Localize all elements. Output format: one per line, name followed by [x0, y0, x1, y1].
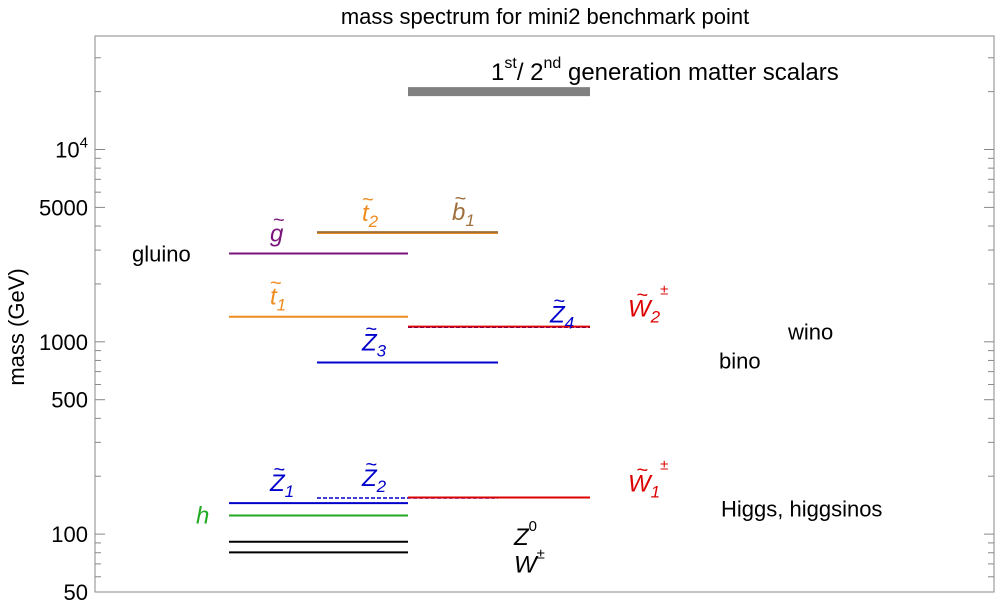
- y-tick-label: 50: [64, 580, 88, 605]
- mass-levels: [229, 87, 590, 554]
- annotation-gluino: gluino: [132, 241, 191, 266]
- label-Z1: Z1: [269, 470, 294, 501]
- annotation-scalars: 1st/ 2nd generation matter scalars: [491, 55, 839, 86]
- label-Z4: Z4: [549, 301, 574, 332]
- tilde-Z1: ~: [274, 459, 286, 481]
- chart-title: mass spectrum for mini2 benchmark point: [341, 4, 749, 29]
- tilde-W2: ~: [637, 285, 649, 307]
- label-t2: t2: [362, 200, 379, 231]
- label-W1: W1±: [628, 457, 668, 502]
- annotation-higgs: Higgs, higgsinos: [721, 496, 882, 521]
- y-axis-ticks: 50 100 500 1000 5000 104: [39, 57, 994, 605]
- y-tick-label: 100: [51, 522, 88, 547]
- tilde-g: ~: [273, 209, 285, 231]
- label-b1: b1: [452, 199, 475, 230]
- tilde-Z4: ~: [554, 290, 566, 312]
- y-tick-label: 5000: [39, 195, 88, 220]
- tilde-Z3: ~: [366, 319, 378, 341]
- label-Z2: Z2: [361, 465, 387, 496]
- y-axis-label: mass (GeV): [4, 268, 29, 385]
- tilde-t1: ~: [270, 273, 282, 295]
- label-h: h: [196, 502, 209, 529]
- tilde-Z2: ~: [366, 454, 378, 476]
- y-tick-label: 1000: [39, 330, 88, 355]
- annotation-bino: bino: [719, 348, 761, 373]
- annotation-wino: wino: [787, 320, 833, 345]
- y-tick-label: 500: [51, 388, 88, 413]
- tilde-b1: ~: [455, 188, 467, 210]
- label-W: W±: [514, 545, 545, 578]
- label-Z0: Z0: [513, 518, 537, 551]
- label-t1: t1: [270, 284, 286, 315]
- label-Z3: Z3: [361, 330, 387, 361]
- tilde-W1: ~: [637, 460, 649, 482]
- plot-frame: [94, 35, 995, 593]
- y-tick-label: 104: [55, 135, 88, 163]
- label-g: g: [270, 220, 284, 247]
- label-W2: W2±: [628, 282, 668, 327]
- tilde-t2: ~: [362, 189, 374, 211]
